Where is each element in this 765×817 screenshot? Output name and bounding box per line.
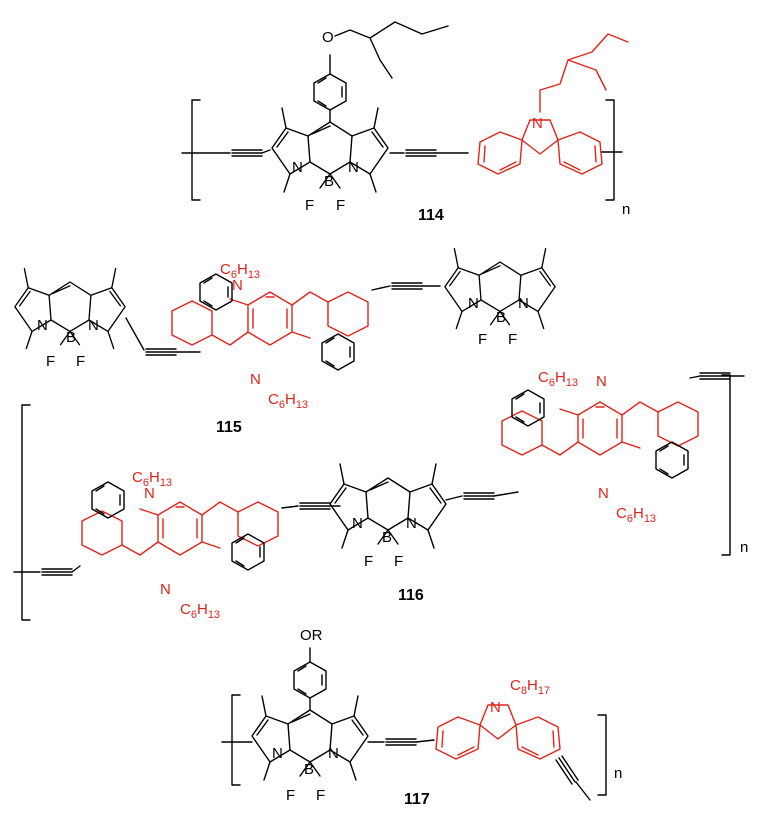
n-atom: N [272,745,283,762]
hexyl-label: C6H13 [616,505,656,525]
f-atom: F [336,197,345,214]
n-atom: N [468,295,479,312]
hexyl-label: C6H13 [132,469,172,489]
repeat-n-114: n [622,201,630,218]
bracket-left-116 [21,404,31,621]
icz-n-atom: N [232,277,243,294]
n-atom: N [352,515,363,532]
n-atom: N [518,295,529,312]
compound-label-114: 114 [418,207,444,224]
compound-116: C6H13 N N C6H13 N B N F F C6H13 N N C6H1… [13,369,748,621]
b-atom: B [496,309,506,326]
f-atom: F [364,553,373,570]
compound-label-117: 117 [404,791,430,808]
compound-114: O N B N F F N 114 n [181,21,630,224]
icz-n-atom: N [160,581,171,598]
f-atom: F [46,353,55,370]
icz-n-atom: N [596,373,607,390]
n-atom: N [37,317,48,334]
b-atom: B [66,329,76,346]
n-atom: N [348,159,359,176]
bracket-right-116 [721,374,731,556]
f-atom: F [286,787,295,804]
b-atom: B [382,529,392,546]
b-atom: B [304,761,314,778]
icz-n-atom: N [144,485,155,502]
f-atom: F [316,787,325,804]
b-atom: B [324,173,334,190]
icz-n-atom: N [598,485,609,502]
f-atom: F [305,197,314,214]
f-atom: F [76,353,85,370]
hexyl-label: C6H13 [180,601,220,621]
repeat-n-116: n [740,539,748,556]
compound-label-115: 115 [216,419,242,436]
compound-117: OR N B N F F N C8H17 117 n [221,627,622,808]
f-atom: F [394,553,403,570]
compound-label-116: 116 [398,587,424,604]
hexyl-label: C6H13 [220,261,260,281]
icz-n-atom: N [250,371,261,388]
bracket-left-117 [231,694,241,786]
hexyl-label: C6H13 [538,369,578,389]
carbazole-n-atom: N [532,115,543,132]
compound-115: N B N F F C6H13 N N C6H13 N B N F F 115 [14,248,556,436]
n-atom: N [88,317,99,334]
octyl-label: C8H17 [510,677,550,697]
bracket-right-117 [597,714,607,796]
n-atom: N [406,515,417,532]
repeat-n-117: n [614,765,622,782]
n-atom: N [328,745,339,762]
oxygen-atom-114: O [322,29,334,46]
or-group-117: OR [300,627,323,644]
f-atom: F [478,331,487,348]
n-atom: N [292,159,303,176]
hexyl-label: C6H13 [268,391,308,411]
bracket-left-114 [191,99,201,201]
f-atom: F [508,331,517,348]
carbazole-n-atom: N [490,699,501,716]
bracket-right-114 [605,99,615,201]
